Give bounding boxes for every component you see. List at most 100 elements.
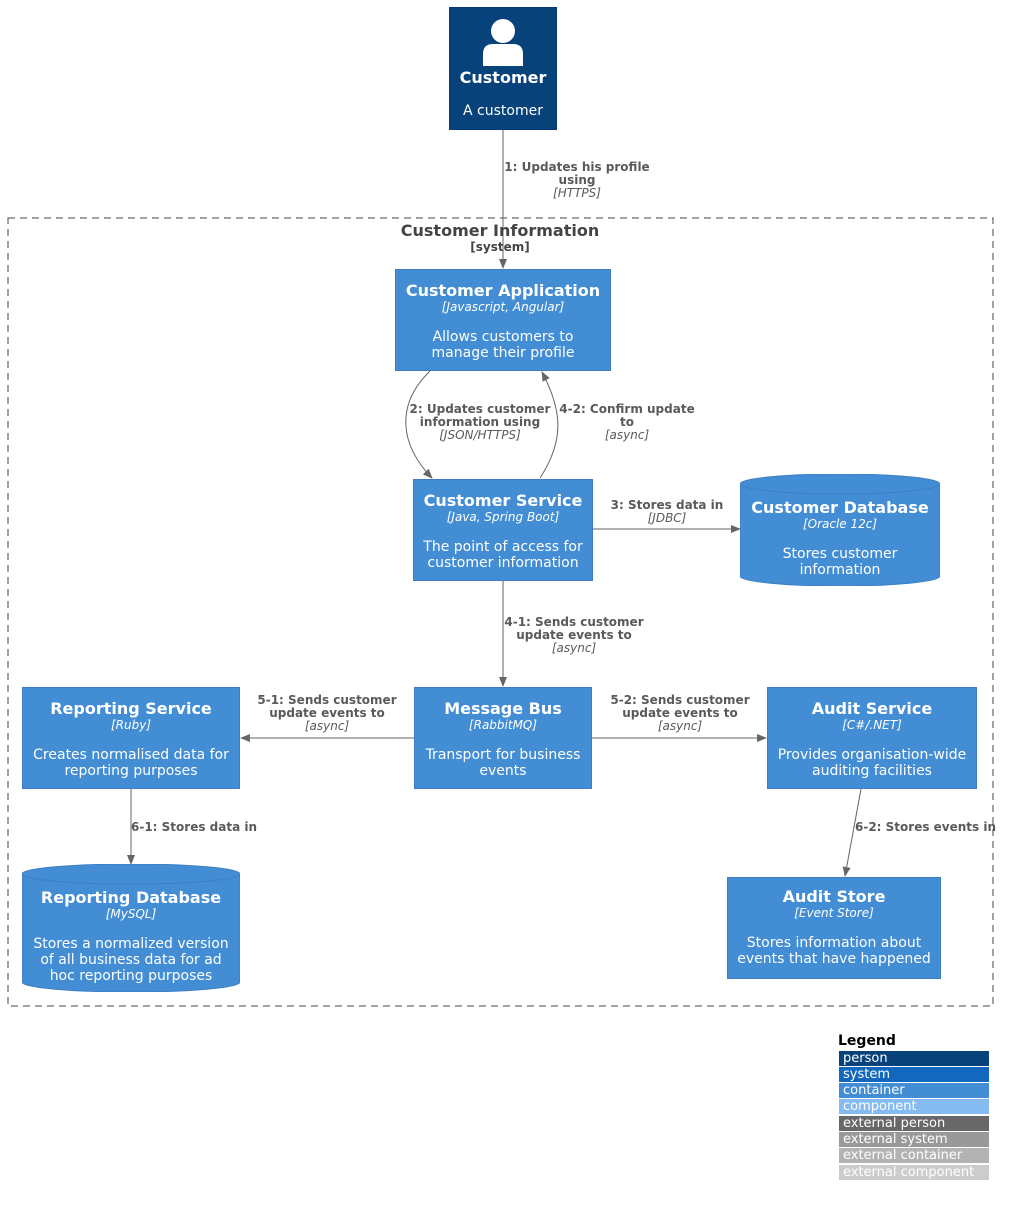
relation-text: update events to <box>269 706 385 720</box>
relation-tech: [JSON/HTTPS] <box>439 428 521 442</box>
container-title: Customer Application <box>405 281 601 300</box>
relation-text: information using <box>419 415 541 429</box>
container-tech: [Java, Spring Boot] <box>446 510 560 524</box>
relation-label-4-2: 4-2: Confirm update to [async] <box>556 403 698 442</box>
container-desc: Creates normalised data for reporting pu… <box>23 747 239 779</box>
reporting-service-container: Reporting Service [Ruby] Creates normali… <box>22 687 240 789</box>
desc-line: Stores information about <box>746 935 922 951</box>
container-tech: [C#/.NET] <box>842 718 902 732</box>
relation-label-1: 1: Updates his profile using [HTTPS] <box>498 161 656 200</box>
relation-label-5-1: 5-1: Sends customer update events to [as… <box>252 694 402 733</box>
arrow-audit-store <box>842 788 862 877</box>
boundary-title: Customer Information <box>400 221 600 240</box>
relation-tech: [async] <box>304 719 350 733</box>
container-title: Customer Service <box>423 491 583 510</box>
relation-label-4-1: 4-1: Sends customer update events to [as… <box>500 616 648 655</box>
desc-line: Creates normalised data for <box>33 747 229 763</box>
desc-line: manage their profile <box>431 345 575 361</box>
desc-line: The point of access for <box>423 539 583 555</box>
container-desc: Stores information about events that hav… <box>728 935 940 967</box>
relation-label-5-2: 5-2: Sends customer update events to [as… <box>605 694 755 733</box>
legend-title: Legend <box>838 1033 896 1049</box>
legend-item-external-person: external person <box>839 1116 989 1131</box>
container-desc: Stores a normalized version of all busin… <box>22 936 240 984</box>
container-desc: Provides organisation-wide auditing faci… <box>768 747 976 779</box>
boundary-type: [system] <box>470 240 530 254</box>
legend-item-person: person <box>839 1051 989 1066</box>
relation-text: 1: Updates his profile <box>504 160 650 174</box>
legend-item-external-system: external system <box>839 1132 989 1147</box>
desc-line: Transport for business <box>425 747 581 763</box>
relation-tech: [async] <box>551 641 597 655</box>
relation-text: update events to <box>622 706 738 720</box>
relation-text: 6-2: Stores events in <box>855 821 997 834</box>
relation-label-2: 2: Updates customer information using [J… <box>405 403 555 442</box>
relation-text: 3: Stores data in <box>610 498 724 512</box>
person-icon <box>483 19 523 66</box>
relation-text: to <box>620 415 634 429</box>
relation-text: update events to <box>516 628 632 642</box>
container-tech: [Ruby] <box>110 718 152 732</box>
container-title: Audit Store <box>782 887 886 906</box>
customer-application-container: Customer Application [Javascript, Angula… <box>395 269 611 371</box>
customer-person: Customer A customer <box>449 7 557 130</box>
desc-line: events that have happened <box>737 951 931 967</box>
arrow-confirm-update <box>539 371 559 479</box>
container-tech: [RabbitMQ] <box>468 718 538 732</box>
desc-line: Stores customer <box>782 546 898 562</box>
legend-item-system: system <box>839 1067 989 1082</box>
desc-line: of all business data for ad <box>40 952 222 968</box>
person-description: A customer <box>463 103 543 119</box>
relation-label-6-2: 6-2: Stores events in <box>855 821 1005 834</box>
container-title: Message Bus <box>444 699 562 718</box>
reporting-database-container: Reporting Database [MySQL] Stores a norm… <box>22 864 240 992</box>
desc-line: Provides organisation-wide <box>777 747 967 763</box>
person-name: Customer <box>459 68 547 87</box>
container-tech: [MySQL] <box>105 907 157 921</box>
legend-item-external-container: external container <box>839 1148 989 1163</box>
desc-line: information <box>799 562 881 578</box>
relation-text: 2: Updates customer <box>409 402 551 416</box>
relation-text: 5-2: Sends customer <box>610 693 750 707</box>
system-boundary <box>7 217 994 1007</box>
relation-text: using <box>558 173 596 187</box>
relation-text: 4-1: Sends customer <box>504 615 644 629</box>
boundary-title-block: Customer Information [system] <box>380 221 620 254</box>
database-cylinder-icon <box>740 474 940 586</box>
container-desc: Stores customer information <box>740 546 940 578</box>
container-title: Audit Service <box>811 699 933 718</box>
relation-text: 4-2: Confirm update <box>559 402 695 416</box>
desc-line: hoc reporting purposes <box>49 968 213 984</box>
customer-database-container: Customer Database [Oracle 12c] Stores cu… <box>740 474 940 586</box>
legend-item-external-component: external component <box>839 1165 989 1180</box>
desc-line: auditing facilities <box>812 763 932 779</box>
customer-service-container: Customer Service [Java, Spring Boot] The… <box>413 479 593 581</box>
arrow-updates-customer-info <box>405 370 433 479</box>
relation-tech: [async] <box>657 719 703 733</box>
relation-label-6-1: 6-1: Stores data in <box>131 821 261 834</box>
relation-text: 6-1: Stores data in <box>131 820 258 834</box>
legend-item-container: container <box>839 1083 989 1098</box>
container-title: Reporting Database <box>40 888 222 907</box>
relation-label-3: 3: Stores data in [JDBC] <box>602 499 732 525</box>
legend-item-component: component <box>839 1099 989 1114</box>
container-tech: [Oracle 12c] <box>802 517 878 531</box>
desc-line: events <box>479 763 527 779</box>
container-tech: [Javascript, Angular] <box>441 300 565 314</box>
relation-tech: [HTTPS] <box>553 186 601 200</box>
relation-tech: [JDBC] <box>647 511 687 525</box>
audit-store-container: Audit Store [Event Store] Stores informa… <box>727 877 941 979</box>
container-title: Customer Database <box>751 498 929 517</box>
audit-service-container: Audit Service [C#/.NET] Provides organis… <box>767 687 977 789</box>
container-title: Reporting Service <box>50 699 212 718</box>
desc-line: Stores a normalized version <box>33 936 229 952</box>
container-desc: Allows customers to manage their profile <box>396 329 610 361</box>
relation-tech: [async] <box>604 428 650 442</box>
container-desc: Transport for business events <box>415 747 591 779</box>
desc-line: Allows customers to <box>432 329 574 345</box>
database-cylinder-icon <box>22 864 240 992</box>
relation-text: 5-1: Sends customer <box>257 693 397 707</box>
message-bus-container: Message Bus [RabbitMQ] Transport for bus… <box>414 687 592 789</box>
desc-line: customer information <box>427 555 579 571</box>
